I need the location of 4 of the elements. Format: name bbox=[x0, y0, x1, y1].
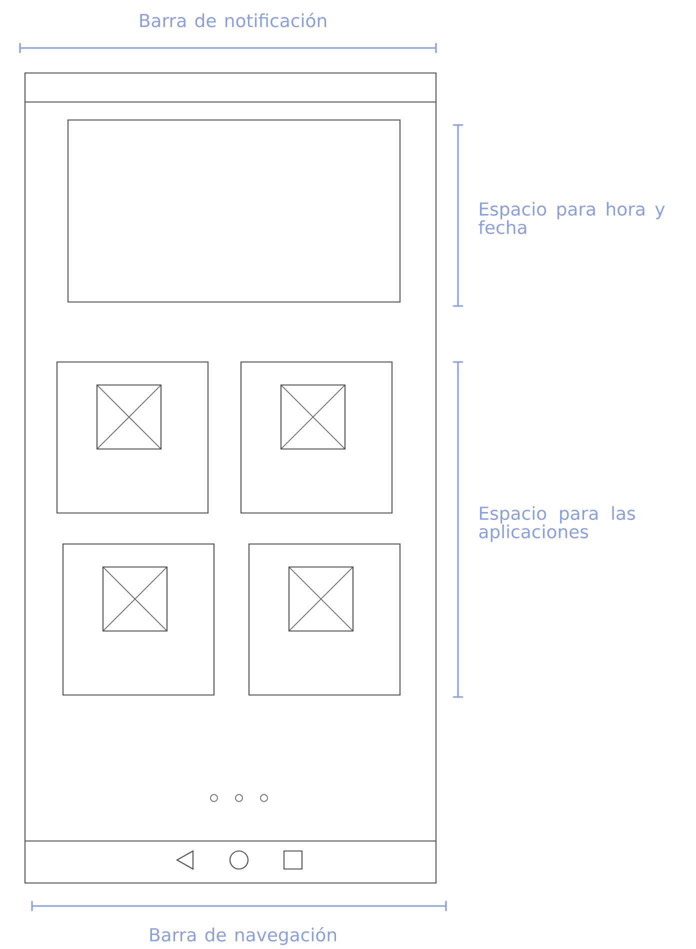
annotation-label: Espacio para hora y fecha bbox=[478, 202, 665, 234]
annotation-label: Barra de navegación bbox=[150, 926, 336, 946]
annotation-label: Barra de notificación bbox=[140, 12, 326, 28]
annotation-label: Espacio para las aplicaciones bbox=[479, 506, 635, 542]
